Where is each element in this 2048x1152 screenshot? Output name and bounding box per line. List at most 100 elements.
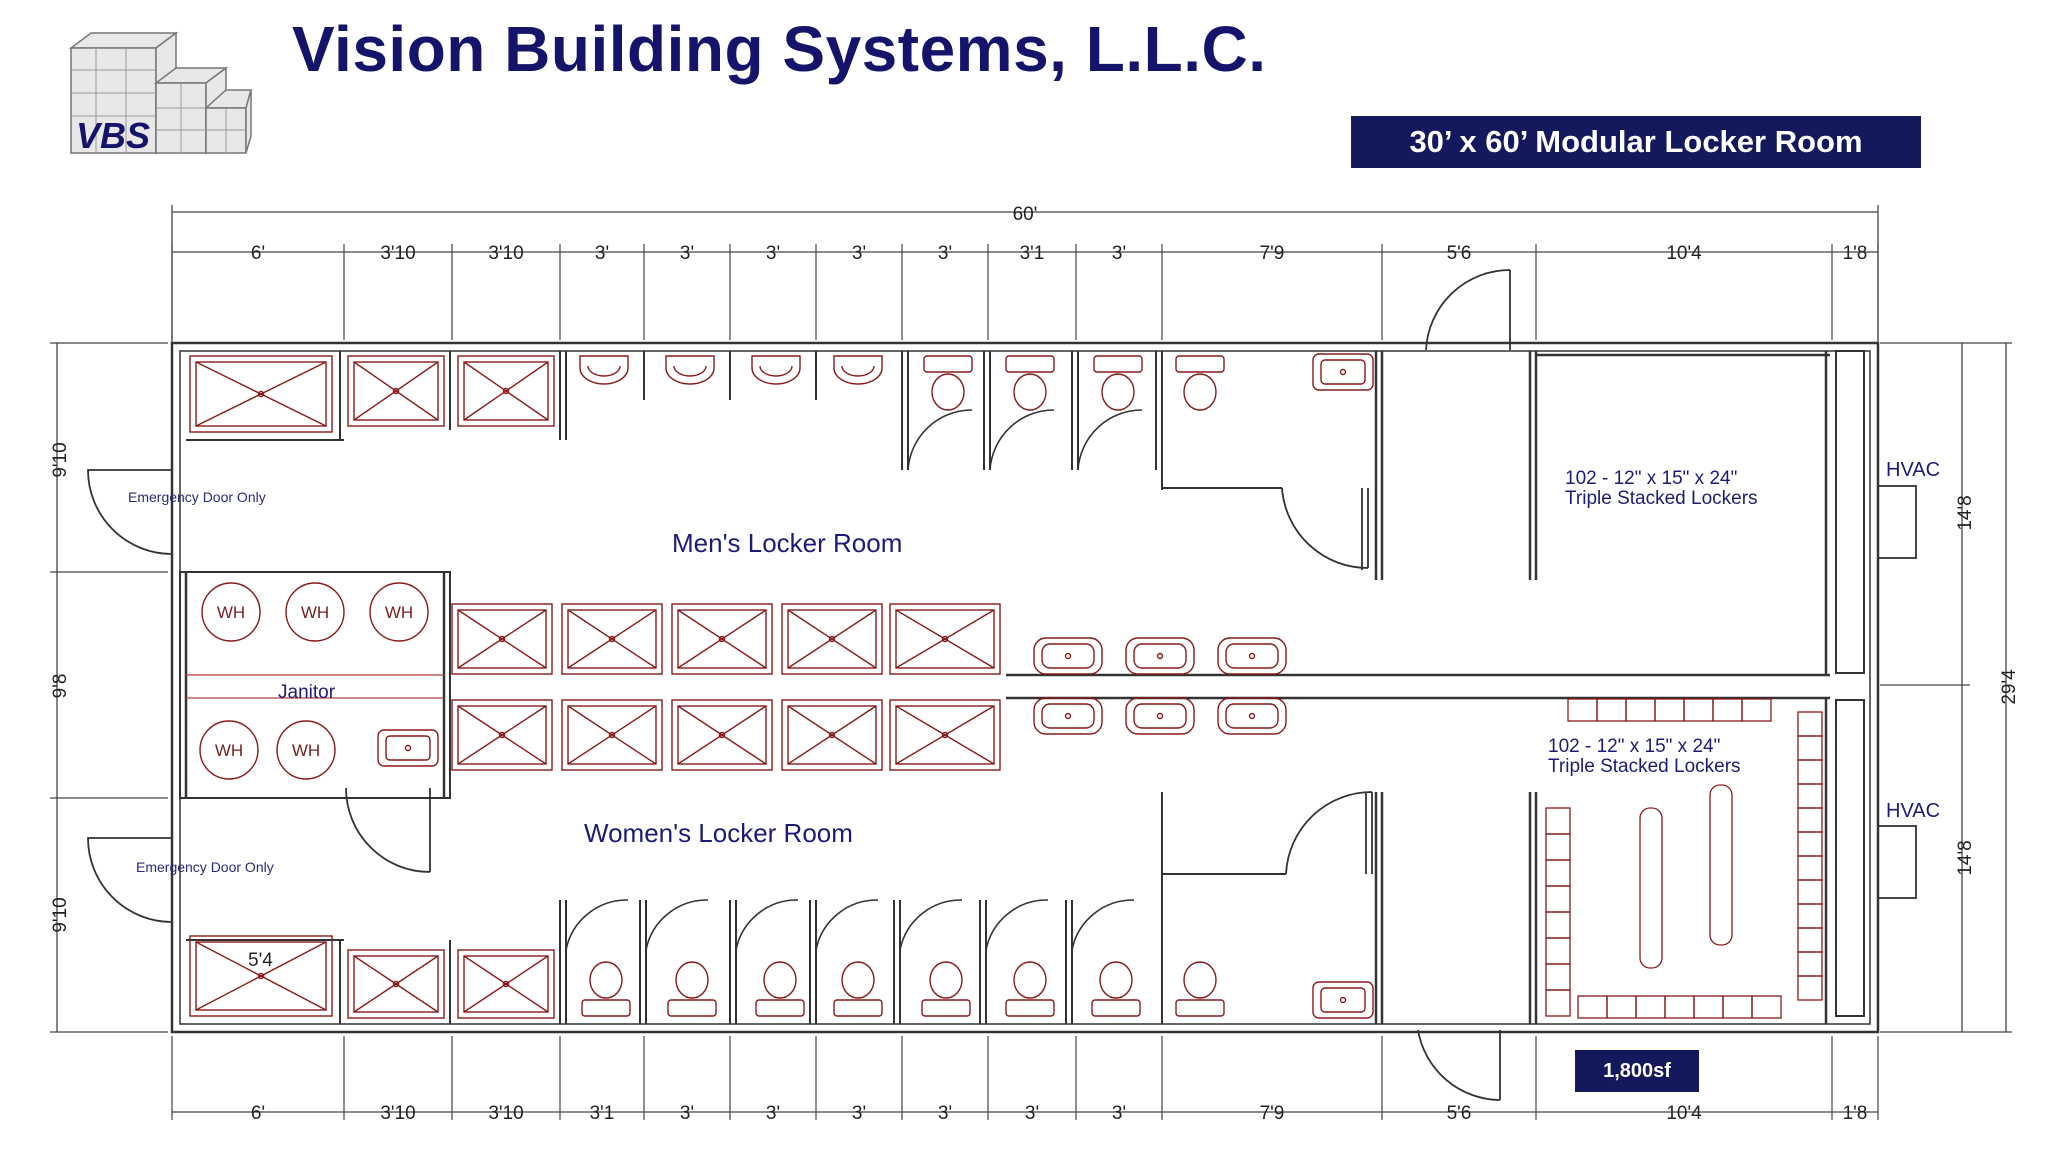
water-heater-label: WH [385, 603, 413, 622]
bottom-dim-label: 3'10 [380, 1103, 415, 1124]
shower [457, 949, 555, 1019]
water-heater-label: WH [217, 603, 245, 622]
shower [189, 935, 333, 1017]
hvac-label-bottom: HVAC [1886, 800, 1940, 822]
toilet [1175, 961, 1225, 1017]
top-dim-label: 1'8 [1843, 243, 1868, 264]
urinal [751, 355, 801, 385]
bottom-dim-label: 3' [938, 1103, 952, 1124]
area-badge: 1,800sf [1575, 1050, 1699, 1092]
water-heater: WH [276, 720, 336, 780]
bottom-dim-label: 3'1 [590, 1103, 615, 1124]
plan-title-badge: 30’ x 60’ Modular Locker Room [1351, 116, 1921, 168]
wall-sink [1312, 981, 1374, 1019]
womens-lockers-line1: 102 - 12" x 15" x 24" [1548, 736, 1720, 757]
vbs-logo: VBS [68, 31, 252, 156]
logo-text: VBS [76, 115, 150, 156]
top-dim-label: 3'10 [488, 243, 523, 264]
top-dim-label: 3' [852, 243, 866, 264]
top-dim-label: 3'1 [1020, 243, 1045, 264]
left-dim-1: 9'10 [50, 442, 71, 477]
toilet [1005, 355, 1055, 411]
hvac-unit-bottom [1877, 825, 1917, 899]
top-dim-label: 3' [938, 243, 952, 264]
bottom-dim-label: 3' [1025, 1103, 1039, 1124]
top-dim-label: 3' [680, 243, 694, 264]
toilet [923, 355, 973, 411]
toilet [667, 961, 717, 1017]
womens-lockers-line2: Triple Stacked Lockers [1548, 756, 1741, 777]
toilet [1093, 355, 1143, 411]
bottom-dim-label: 5'6 [1447, 1103, 1472, 1124]
toilet [1005, 961, 1055, 1017]
building-outline [170, 341, 1880, 1034]
top-dim-label: 10'4 [1666, 243, 1702, 264]
bottom-dim-label: 1'8 [1843, 1103, 1868, 1124]
urinal [579, 355, 629, 385]
left-dim-3: 9'10 [50, 897, 71, 932]
emergency-door-note-bottom: Emergency Door Only [136, 859, 274, 875]
shower [781, 699, 883, 771]
womens-room-label: Women's Locker Room [584, 818, 853, 848]
water-heater-label: WH [292, 741, 320, 760]
top-dim-label: 3' [766, 243, 780, 264]
top-dim-label: 3' [1112, 243, 1126, 264]
mens-lockers-line1: 102 - 12" x 15" x 24" [1565, 468, 1737, 489]
sink [1033, 697, 1103, 735]
water-heater: WH [201, 582, 261, 642]
wall-sink [1312, 353, 1374, 391]
urinal [833, 355, 883, 385]
emergency-door-note-top: Emergency Door Only [128, 489, 266, 505]
water-heater-label: WH [215, 741, 243, 760]
company-title: Vision Building Systems, L.L.C. [292, 13, 1267, 85]
right-dim-1: 14'8 [1955, 495, 1976, 530]
top-dim-label: 3'10 [380, 243, 415, 264]
sink [1033, 637, 1103, 675]
overall-depth-label: 29'4 [1999, 669, 2020, 705]
shower [889, 699, 1001, 771]
janitor-label: Janitor [278, 682, 336, 703]
left-dim-2: 9'8 [50, 674, 71, 699]
bottom-dim-label: 3' [766, 1103, 780, 1124]
toilet [1091, 961, 1141, 1017]
shower [561, 603, 663, 675]
shower [671, 603, 773, 675]
water-heater: WH [369, 582, 429, 642]
bottom-dim-label: 6' [251, 1103, 265, 1124]
bottom-dim-label: 3' [680, 1103, 694, 1124]
bottom-dim-label: 3' [1112, 1103, 1126, 1124]
hvac-label-top: HVAC [1886, 459, 1940, 481]
shower [457, 355, 555, 427]
top-dim-label: 6' [251, 243, 265, 264]
sink [1217, 697, 1287, 735]
wall-sink [377, 729, 439, 767]
shower [189, 355, 333, 433]
water-heater: WH [285, 582, 345, 642]
shower [347, 949, 445, 1019]
water-heater: WH [199, 720, 259, 780]
toilet [755, 961, 805, 1017]
mens-room-label: Men's Locker Room [672, 528, 902, 558]
toilet [833, 961, 883, 1017]
bottom-dim-label: 3' [852, 1103, 866, 1124]
shower [451, 603, 553, 675]
shower [671, 699, 773, 771]
right-dim-2: 14'8 [1955, 840, 1976, 875]
shower [889, 603, 1001, 675]
mens-lockers-line2: Triple Stacked Lockers [1565, 488, 1758, 509]
hvac-unit-top [1877, 485, 1917, 559]
top-dim-label: 7'9 [1260, 243, 1285, 264]
top-dim-label: 5'6 [1447, 243, 1472, 264]
urinal [665, 355, 715, 385]
shower-dim-label: 5'4 [248, 950, 273, 971]
toilet [921, 961, 971, 1017]
bottom-dim-label: 7'9 [1260, 1103, 1285, 1124]
shower [781, 603, 883, 675]
sink [1125, 637, 1195, 675]
shower [347, 355, 445, 427]
toilet [1175, 355, 1225, 411]
shower [561, 699, 663, 771]
bottom-dim-label: 3'10 [488, 1103, 523, 1124]
water-heater-label: WH [301, 603, 329, 622]
